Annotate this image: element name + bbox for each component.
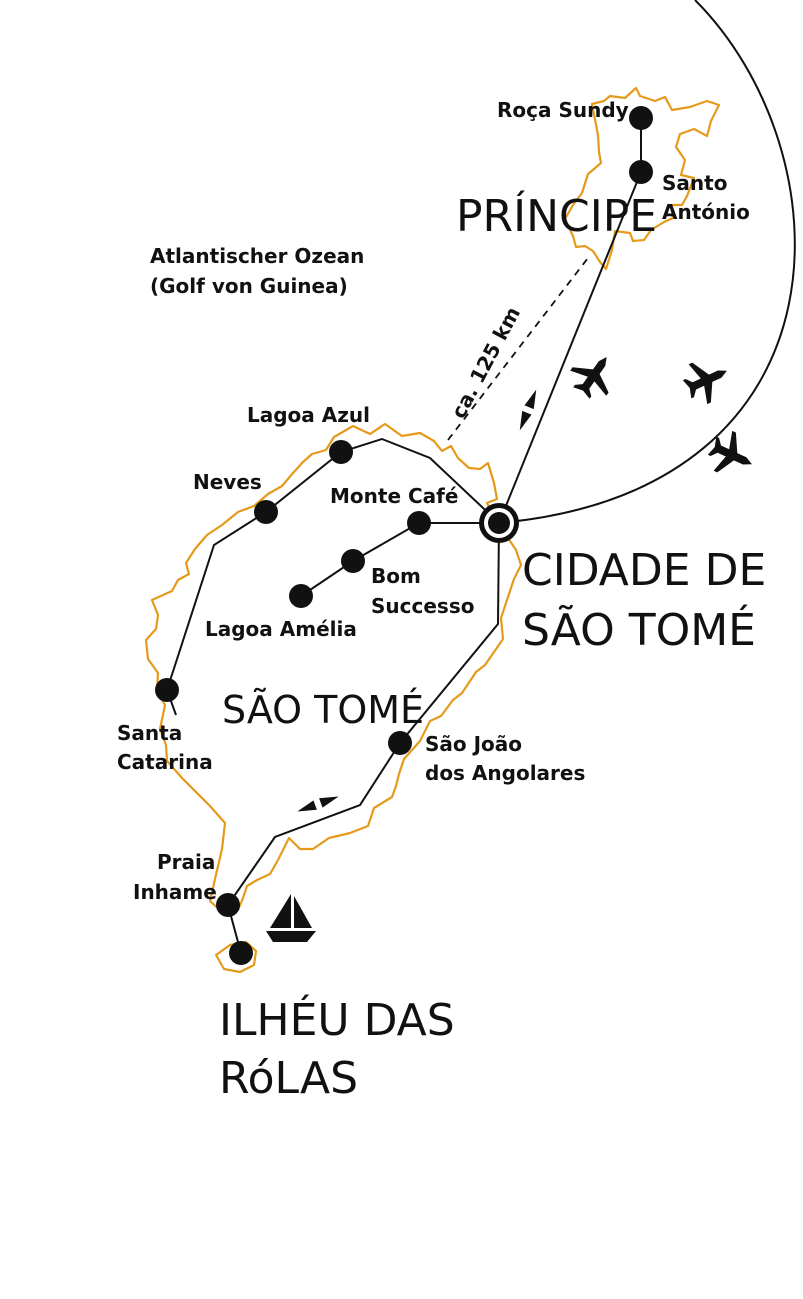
dot-sao-joao	[388, 731, 412, 755]
dot-roca-sundy	[629, 106, 653, 130]
sao-tome-island-label: SÃO TOMÉ	[222, 688, 424, 732]
bom-successo-label-1: Bom	[371, 564, 421, 588]
monte-cafe-label: Monte Café	[330, 484, 458, 508]
dot-bom-successo	[341, 549, 365, 573]
dot-praia-inhame	[216, 893, 240, 917]
capital-label-line1: CIDADE DE	[522, 545, 766, 596]
sao-tome-coastline	[144, 422, 523, 914]
bom-successo-label-2: Successo	[371, 594, 474, 618]
direction-arrows-icon	[519, 389, 537, 431]
ocean-label-line2: (Golf von Guinea)	[150, 274, 348, 298]
principe-coastline	[563, 86, 721, 271]
rolas-label-line1: ILHÉU DAS	[219, 993, 455, 1046]
lagoa-azul-label: Lagoa Azul	[247, 403, 370, 427]
dot-lagoa-amelia	[289, 584, 313, 608]
dot-lagoa-azul	[329, 440, 353, 464]
monte-cafe-route	[300, 522, 499, 597]
rolas-label-line2: RóLAS	[219, 1053, 358, 1104]
dot-ilheu-das-rolas	[229, 941, 253, 965]
direction-arrows-icon	[297, 796, 339, 812]
sailboat-icon	[266, 894, 316, 942]
capital-label-line2: SÃO TOMÉ	[522, 603, 756, 656]
ocean-label-line1: Atlantischer Ozean	[150, 244, 364, 268]
sao-joao-label-2: dos Angolares	[425, 761, 585, 785]
neves-label: Neves	[193, 470, 262, 494]
capital-marker-icon	[479, 503, 519, 543]
distance-label: ca. 125 km	[446, 303, 525, 423]
santo-antonio-label-1: Santo	[662, 171, 727, 195]
airplane-icon	[570, 356, 609, 399]
dot-neves	[254, 500, 278, 524]
dot-monte-cafe	[407, 511, 431, 535]
santa-catarina-label-2: Catarina	[117, 750, 213, 774]
lagoa-amelia-label: Lagoa Amélia	[205, 617, 357, 641]
roca-sundy-label: Roça Sundy	[497, 98, 629, 122]
dot-santo-antonio	[629, 160, 653, 184]
sao-joao-label-1: São João	[425, 732, 522, 756]
airplane-icon	[682, 362, 727, 405]
santa-catarina-label-1: Santa	[117, 721, 182, 745]
santo-antonio-label-2: António	[662, 200, 750, 224]
praia-inhame-label-2: Inhame	[133, 880, 217, 904]
flight-arc-route	[498, 0, 796, 524]
airplane-icon	[707, 430, 752, 473]
dot-santa-catarina	[155, 678, 179, 702]
praia-inhame-label-1: Praia	[157, 850, 215, 874]
principe-label: PRÍNCIPE	[456, 189, 657, 242]
